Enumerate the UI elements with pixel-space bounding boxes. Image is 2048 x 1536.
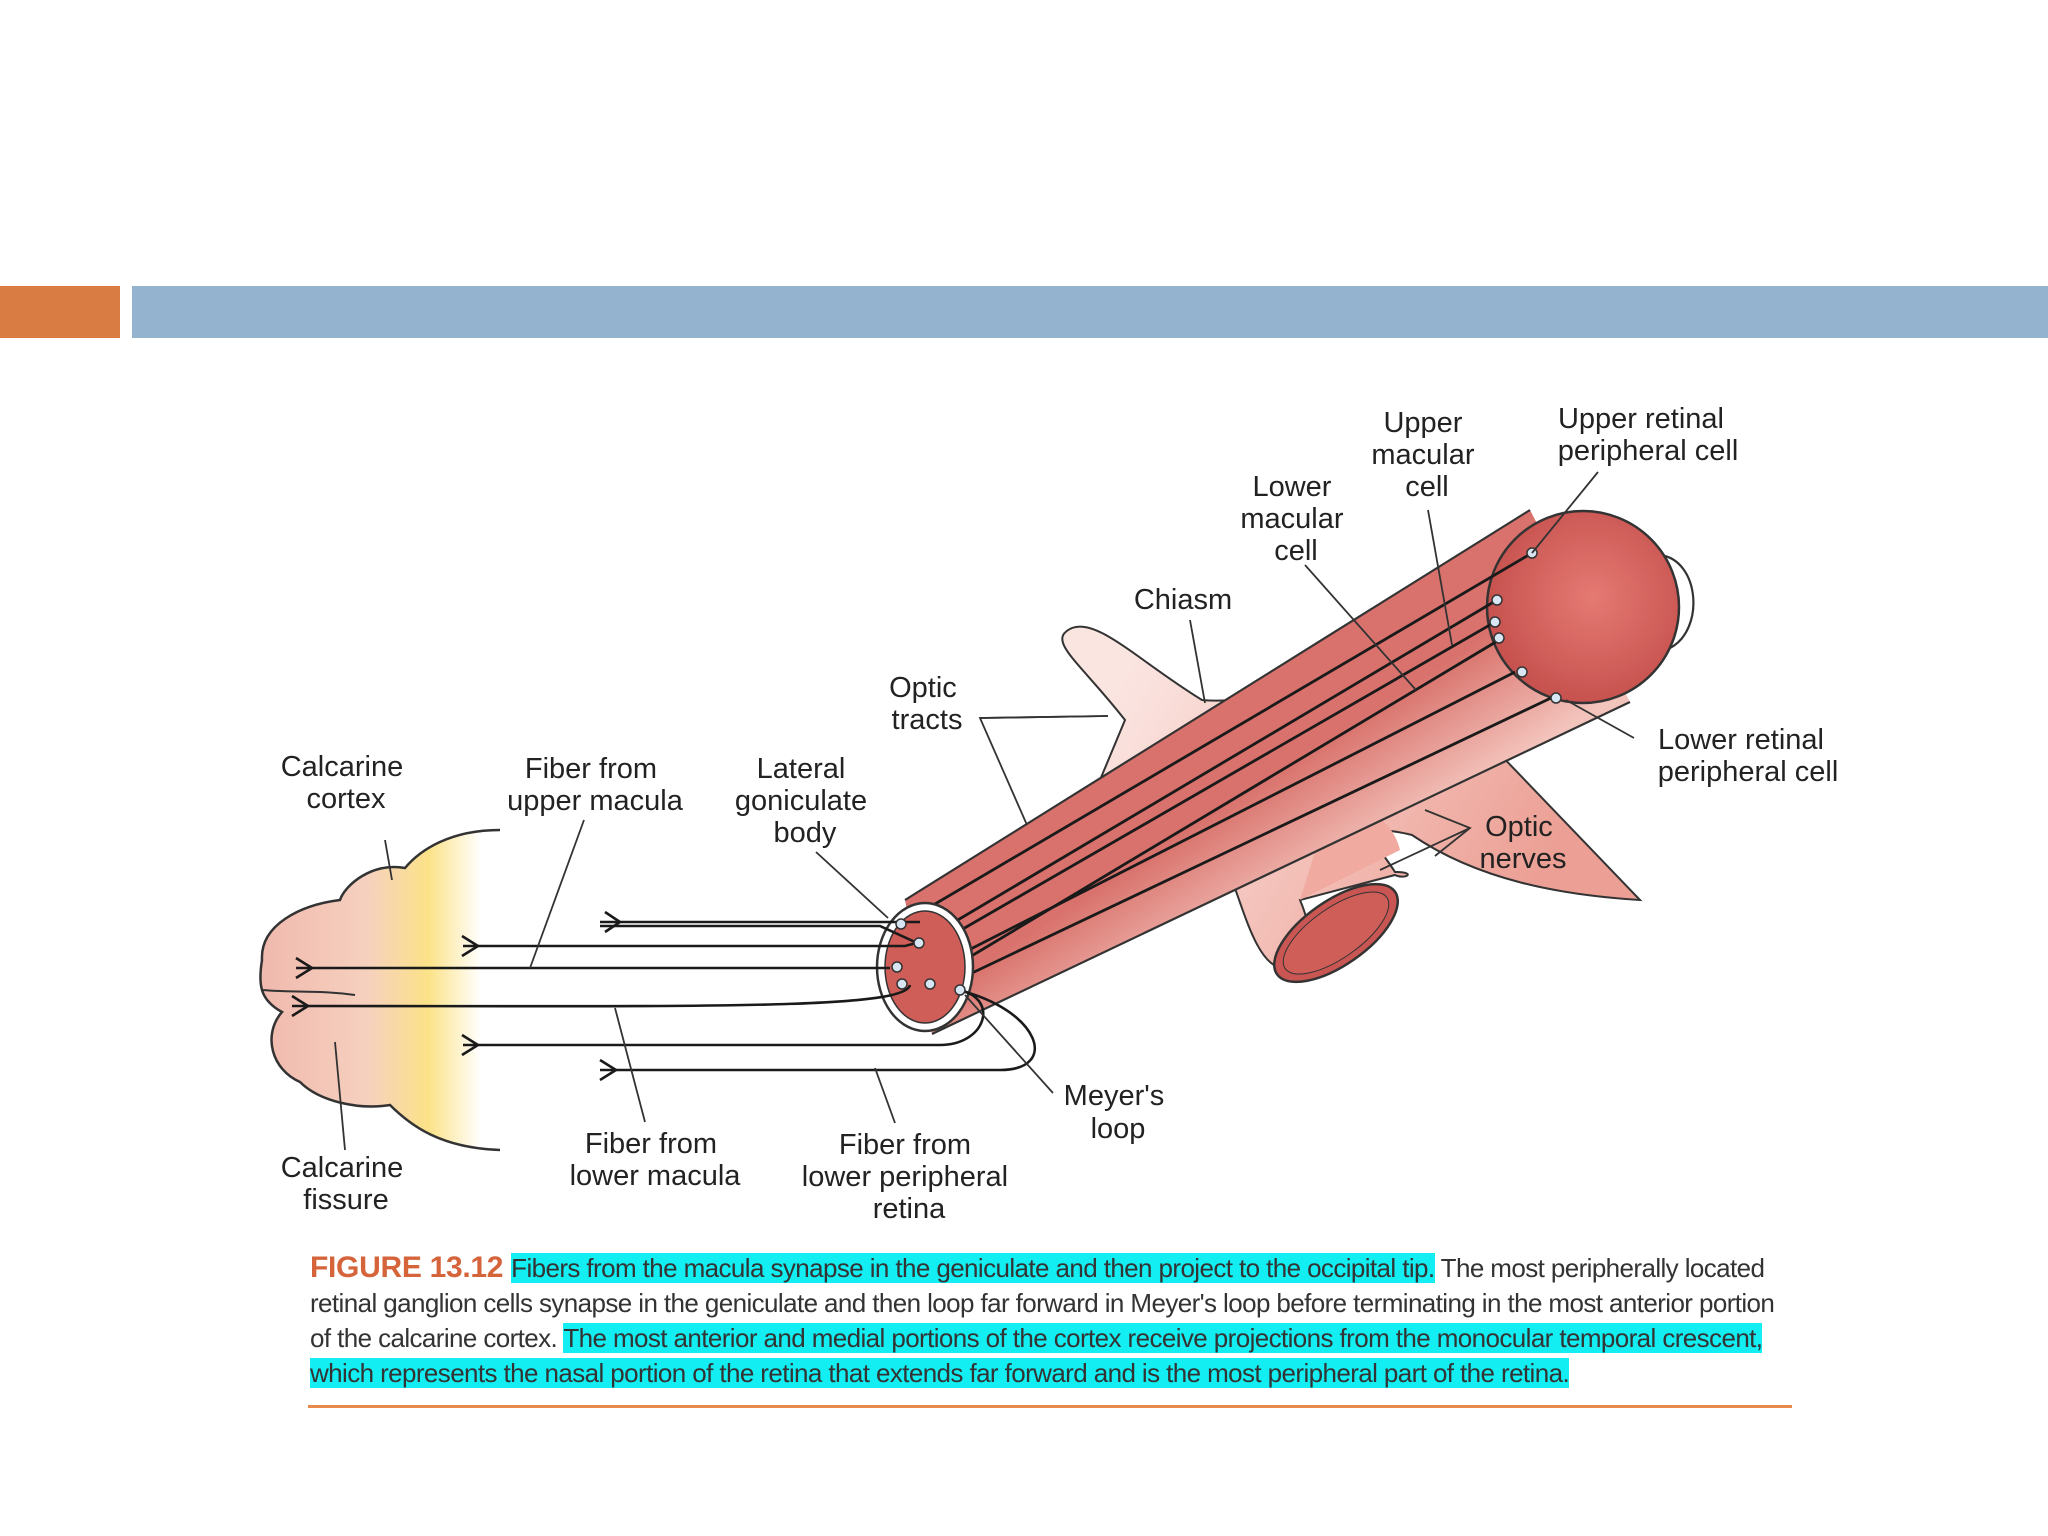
label-optic-tracts: Optic tracts (889, 672, 965, 736)
label-lateral-geniculate-body: Lateral goniculate body (735, 753, 875, 849)
geniculate-cell-dots (891, 918, 966, 996)
label-lower-retinal-peripheral-cell: Lower retinal peripheral cell (1658, 724, 1839, 788)
label-fiber-lower-peripheral-retina: Fiber from lower peripheral retina (802, 1129, 1016, 1225)
label-meyers-loop: Meyer's loop (1064, 1080, 1173, 1145)
label-upper-retinal-peripheral-cell: Upper retinal peripheral cell (1558, 403, 1739, 467)
title-bar (132, 286, 2048, 338)
fiber-terminal-arrowheads (291, 910, 623, 1082)
calcarine-fissure-line (261, 989, 356, 996)
label-pointer-lines (334, 471, 1635, 1151)
title-accent-bar (0, 286, 120, 338)
tube-outline-lower (931, 701, 1631, 1035)
fiber-bundle (896, 551, 1552, 994)
label-fiber-lower-macula: Fiber from lower macula (570, 1128, 742, 1192)
caption-sentence-2: The most peripherally located retinal ga… (310, 1253, 1775, 1353)
optic-nerve-cut-end-inner (1282, 891, 1390, 975)
label-fiber-upper-macula: Fiber from upper macula (507, 753, 684, 817)
label-upper-macular-cell: Upper macular cell (1371, 407, 1482, 503)
label-chiasm: Chiasm (1134, 584, 1232, 616)
caption-bottom-rule (308, 1405, 1792, 1408)
label-calcarine-fissure: Calcarine fissure (281, 1152, 412, 1216)
calcarine-cortex (260, 830, 500, 1150)
retina-disc (1485, 509, 1681, 705)
tube-outline-upper (904, 509, 1531, 901)
label-optic-nerves: Optic nerves (1479, 811, 1566, 875)
optic-pathway-tube (905, 510, 1630, 1034)
label-lower-macular-cell: Lower macular cell (1240, 471, 1351, 567)
caption-highlighted-sentence-1: Fibers from the macula synapse in the ge… (511, 1253, 1435, 1283)
label-calcarine-cortex: Calcarine cortex (281, 751, 412, 815)
figure-number: FIGURE 13.12 (310, 1251, 504, 1284)
